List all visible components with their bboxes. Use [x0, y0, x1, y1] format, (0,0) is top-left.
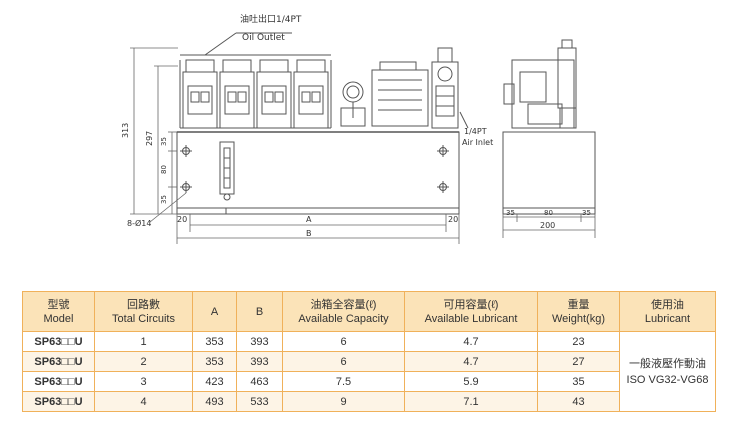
dim-b-label: B [306, 229, 312, 238]
cell-model: SP63□□U [22, 391, 95, 412]
cell-model: SP63□□U [22, 371, 95, 392]
cell-available: 4.7 [404, 331, 538, 352]
cell-a: 353 [192, 331, 237, 352]
header-a: A [192, 291, 237, 332]
side-35-right-label: 35 [582, 209, 591, 217]
oil-outlet-en-label: Oil Outlet [242, 33, 285, 43]
header-available: 可用容量(ℓ)Available Lubricant [404, 291, 538, 332]
cell-weight: 43 [537, 391, 620, 412]
dim-35-bottom-label: 35 [160, 195, 168, 204]
cell-circuits: 3 [94, 371, 193, 392]
table-row: SP63□□U 4 493 533 9 7.1 43 [22, 391, 716, 412]
cell-weight: 23 [537, 331, 620, 352]
side-200-label: 200 [540, 221, 555, 230]
side-80-label: 80 [544, 209, 553, 217]
cell-circuits: 4 [94, 391, 193, 412]
cell-weight: 35 [537, 371, 620, 392]
air-inlet-en-label: Air Inlet [462, 138, 493, 147]
oil-outlet-cn-label: 油吐出口1/4PT [240, 13, 302, 25]
dim-35-top-label: 35 [160, 137, 168, 146]
cell-available: 4.7 [404, 351, 538, 372]
side-35-left-label: 35 [506, 209, 515, 217]
cell-capacity: 7.5 [282, 371, 405, 392]
header-capacity: 油箱全容量(ℓ)Available Capacity [282, 291, 405, 332]
cell-a: 353 [192, 351, 237, 372]
dim-80-label: 80 [160, 165, 168, 174]
table-row: SP63□□U 3 423 463 7.5 5.9 35 [22, 371, 716, 392]
cell-circuits: 1 [94, 331, 193, 352]
cell-circuits: 2 [94, 351, 193, 372]
cell-model: SP63□□U [22, 331, 95, 352]
dim-20-right-label: 20 [448, 215, 458, 224]
dim-20-left-label: 20 [177, 215, 187, 224]
dim-a-label: A [306, 215, 312, 224]
cell-available: 7.1 [404, 391, 538, 412]
technical-drawing: 油吐出口1/4PT Oil Outlet 1/4PT Air Inlet 313… [121, 13, 596, 244]
header-b: B [236, 291, 283, 332]
cell-b: 533 [236, 391, 283, 412]
cell-weight: 27 [537, 351, 620, 372]
cell-available: 5.9 [404, 371, 538, 392]
cell-capacity: 9 [282, 391, 405, 412]
cell-a: 493 [192, 391, 237, 412]
cell-b: 393 [236, 331, 283, 352]
dim-313-label: 313 [121, 123, 130, 138]
cell-capacity: 6 [282, 331, 405, 352]
cell-capacity: 6 [282, 351, 405, 372]
cell-b: 393 [236, 351, 283, 372]
dim-297-label: 297 [145, 131, 154, 146]
cell-b: 463 [236, 371, 283, 392]
cell-model: SP63□□U [22, 351, 95, 372]
air-inlet-size-label: 1/4PT [464, 127, 487, 136]
table-row: SP63□□U 2 353 393 6 4.7 27 [22, 351, 716, 372]
holes-label: 8-Ø14 [127, 218, 151, 228]
cell-a: 423 [192, 371, 237, 392]
